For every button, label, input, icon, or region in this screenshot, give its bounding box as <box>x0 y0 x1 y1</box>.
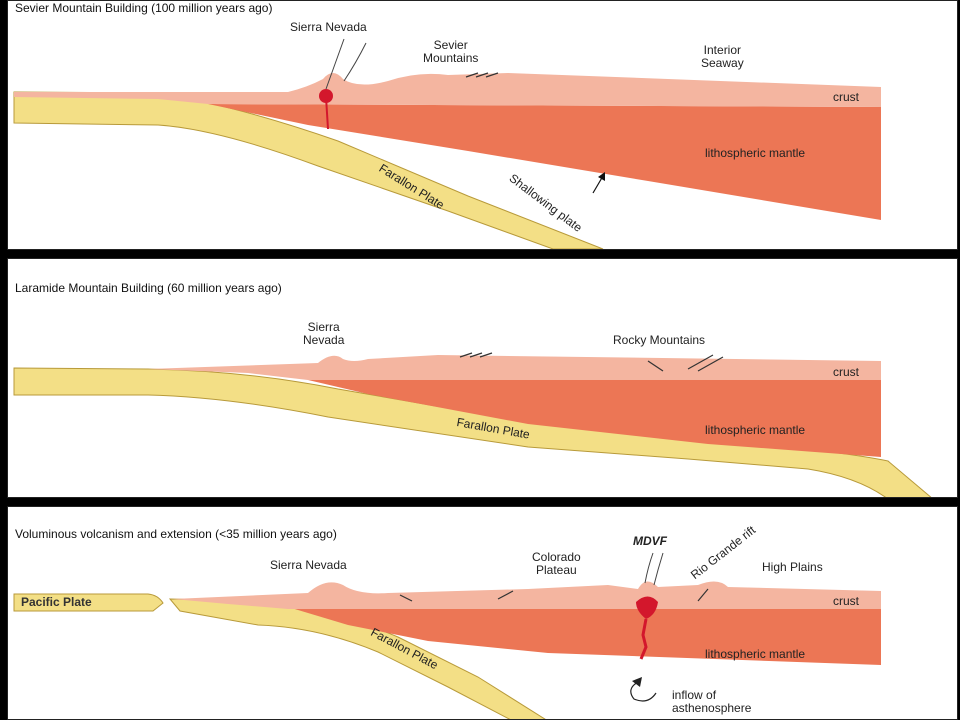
label-crust: crust <box>833 594 860 608</box>
label-mdvf: MDVF <box>633 534 667 548</box>
label-sevier-mountains: Sevier Mountains <box>423 38 479 65</box>
inflow-arrowhead <box>632 677 642 687</box>
crust-shape <box>14 73 881 107</box>
shallowing-arrow <box>592 172 605 194</box>
thrust-faults <box>465 72 499 78</box>
label-crust: crust <box>833 365 860 379</box>
sierra-nevada-pointer-2 <box>343 42 367 82</box>
label-colorado-plateau: Colorado Plateau <box>532 550 581 577</box>
farallon-plate-shape <box>13 367 932 497</box>
panel-title: Sevier Mountain Building (100 million ye… <box>15 1 273 15</box>
label-inflow-of-asthenosphere: inflow of asthenosphere <box>672 688 752 715</box>
label-lithospheric-mantle: lithospheric mantle <box>705 423 806 437</box>
label-sierra-nevada: Sierra Nevada <box>303 320 345 347</box>
pacific-plate-shape <box>13 593 164 612</box>
mdvf-pointer <box>644 552 654 584</box>
volcanism-cross-section <box>13 552 881 719</box>
inflow-circulation-arrow <box>630 681 657 702</box>
panel-volcanism: Voluminous volcanism and extension (<35 … <box>7 506 958 720</box>
lithospheric-mantle-shape <box>208 104 881 220</box>
laramide-cross-section <box>13 352 932 497</box>
sevier-cross-section <box>13 38 881 249</box>
panel-title: Laramide Mountain Building (60 million y… <box>15 281 282 295</box>
label-crust: crust <box>833 90 860 104</box>
label-pacific-plate: Pacific Plate <box>21 595 92 609</box>
magma-chamber <box>319 89 333 103</box>
label-interior-seaway: Interior Seaway <box>701 43 744 70</box>
sierra-nevada-pointer <box>325 38 345 90</box>
panel-sevier: Sevier Mountain Building (100 million ye… <box>7 0 958 250</box>
label-high-plains: High Plains <box>762 560 823 574</box>
panel-title: Voluminous volcanism and extension (<35 … <box>15 527 337 541</box>
mdvf-pointer-2 <box>653 552 664 586</box>
thrust-faults <box>459 352 724 372</box>
label-lithospheric-mantle: lithospheric mantle <box>705 647 806 661</box>
crust-shape <box>148 355 881 380</box>
magma-chamber <box>636 596 658 619</box>
magma-dike <box>325 96 329 130</box>
label-rocky-mountains: Rocky Mountains <box>613 333 706 347</box>
label-sierra-nevada: Sierra Nevada <box>290 20 367 34</box>
crust-shape <box>173 581 881 609</box>
lithospheric-mantle-shape <box>308 380 881 457</box>
label-lithospheric-mantle: lithospheric mantle <box>705 146 806 160</box>
normal-faults <box>399 588 709 602</box>
label-sierra-nevada: Sierra Nevada <box>270 558 347 572</box>
lithospheric-mantle-shape <box>288 607 881 665</box>
panel-laramide: Laramide Mountain Building (60 million y… <box>7 258 958 498</box>
magma-dike <box>639 618 648 660</box>
